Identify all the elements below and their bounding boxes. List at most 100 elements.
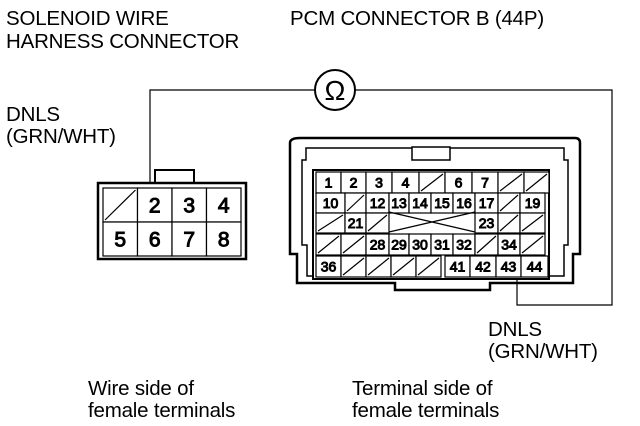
pcm-terminal: 13: [388, 192, 410, 214]
terminal-side-caption-line1: Terminal side of: [352, 377, 493, 400]
terminal-number: 2: [149, 195, 161, 218]
pcm-terminal: 30: [408, 233, 432, 256]
pcm-terminal: 16: [452, 192, 476, 214]
terminal-number: 44: [527, 259, 543, 275]
terminal-number: 28: [370, 237, 386, 253]
terminal-number: 7: [481, 175, 489, 191]
terminal-number: 13: [391, 195, 407, 211]
pcm-terminal: 42: [469, 255, 497, 278]
terminal-number: 4: [402, 175, 410, 191]
terminal-number: 29: [391, 237, 407, 253]
terminal-number: 12: [370, 195, 386, 211]
pcm-terminal: 21: [344, 212, 367, 234]
pcm-terminal: 23: [474, 212, 499, 234]
pcm-terminal: 32: [452, 233, 476, 256]
pcm-terminal: [415, 255, 442, 278]
pcm-terminal: 43: [495, 255, 522, 278]
pcm-connector-inner-shell: [301, 147, 569, 277]
pcm-terminal: [340, 233, 367, 256]
pcm-terminal: 3: [365, 171, 393, 194]
solenoid-terminal: 8: [205, 221, 242, 257]
dnls-left-color-label: (GRN/WHT): [6, 125, 116, 148]
terminal-number: 14: [412, 195, 428, 211]
pcm-terminal: 4: [391, 171, 420, 194]
solenoid-connector-title-line1: SOLENOID WIRE: [6, 7, 169, 30]
solenoid-terminal: 3: [171, 187, 208, 223]
solenoid-terminal: 2: [136, 187, 173, 223]
terminal-number: 30: [412, 237, 428, 253]
terminal-number: 17: [479, 195, 495, 211]
wire-side-caption-line2: female terminals: [88, 399, 236, 422]
terminal-number: 36: [321, 259, 337, 275]
solenoid-connector-latch: [154, 169, 195, 184]
pcm-terminal: 6: [444, 171, 473, 194]
terminal-number: 23: [479, 215, 495, 231]
solenoid-connector-title-line2: HARNESS CONNECTOR: [6, 30, 240, 53]
pcm-connector-outer-shell: [288, 136, 582, 292]
pcm-terminal: [315, 212, 346, 234]
pcm-terminal: [497, 192, 521, 214]
pcm-terminal: [315, 233, 342, 256]
terminal-number: 19: [525, 195, 541, 211]
pcm-terminal: 7: [471, 171, 499, 194]
terminal-number: 32: [456, 237, 472, 253]
solenoid-terminal: 6: [136, 221, 173, 257]
pcm-terminal: [523, 171, 550, 194]
pcm-terminal: 14: [408, 192, 432, 214]
terminal-number: 42: [475, 259, 491, 275]
terminal-number: 16: [456, 195, 472, 211]
pcm-terminal: [497, 212, 521, 234]
solenoid-terminal: 7: [171, 221, 208, 257]
terminal-number: 34: [501, 237, 517, 253]
pcm-connector-title: PCM CONNECTOR B (44P): [290, 7, 544, 30]
terminal-number: 43: [501, 259, 517, 275]
terminal-number: 10: [323, 195, 339, 211]
terminal-number: 2: [350, 175, 358, 191]
terminal-number: 31: [434, 237, 450, 253]
wire-side-caption-line1: Wire side of: [88, 377, 194, 400]
pcm-terminal: 31: [430, 233, 454, 256]
pcm-terminal: 15: [430, 192, 454, 214]
terminal-number: 4: [218, 195, 230, 218]
pcm-terminal: [418, 171, 446, 194]
pcm-connector-top-lock: [411, 146, 451, 161]
pcm-terminal: 2: [340, 171, 367, 194]
dnls-right-label: DNLS: [488, 318, 542, 341]
pcm-terminal: 12: [365, 192, 390, 214]
pcm-terminal: [365, 255, 392, 278]
terminal-side-caption-line2: female terminals: [352, 399, 500, 422]
terminal-number: 6: [149, 229, 161, 252]
pcm-terminal: [340, 255, 367, 278]
ohm-symbol: Ω: [325, 75, 346, 106]
solenoid-terminal: 5: [102, 221, 139, 257]
terminal-number: 3: [375, 175, 383, 191]
terminal-number: 15: [434, 195, 450, 211]
pcm-terminal: 1: [315, 171, 342, 194]
pcm-terminal: [365, 212, 390, 234]
pcm-terminal: 34: [497, 233, 521, 256]
terminal-number: 8: [218, 229, 230, 252]
solenoid-terminal: 4: [205, 187, 242, 223]
dnls-right-color-label: (GRN/WHT): [488, 340, 598, 363]
terminal-number: 6: [455, 175, 463, 191]
pcm-terminal: [497, 171, 525, 194]
pcm-terminal: [390, 255, 417, 278]
pcm-terminal: 29: [388, 233, 410, 256]
ohmmeter-lead-wires: [149, 89, 613, 306]
terminal-number: 5: [114, 229, 126, 252]
ohm-meter-icon: Ω: [314, 69, 356, 111]
terminal-number: 7: [183, 229, 195, 252]
pcm-terminal: 41: [444, 255, 471, 278]
pcm-terminal: 19: [519, 192, 546, 214]
pcm-crossed-cavity-block: [388, 211, 476, 233]
pcm-terminal: 10: [315, 192, 346, 214]
pcm-terminal: 44: [520, 255, 549, 278]
pcm-terminal: 17: [474, 192, 499, 214]
terminal-number: 1: [325, 175, 333, 191]
pcm-terminal: 36: [315, 255, 342, 278]
pcm-terminal: [344, 192, 367, 214]
